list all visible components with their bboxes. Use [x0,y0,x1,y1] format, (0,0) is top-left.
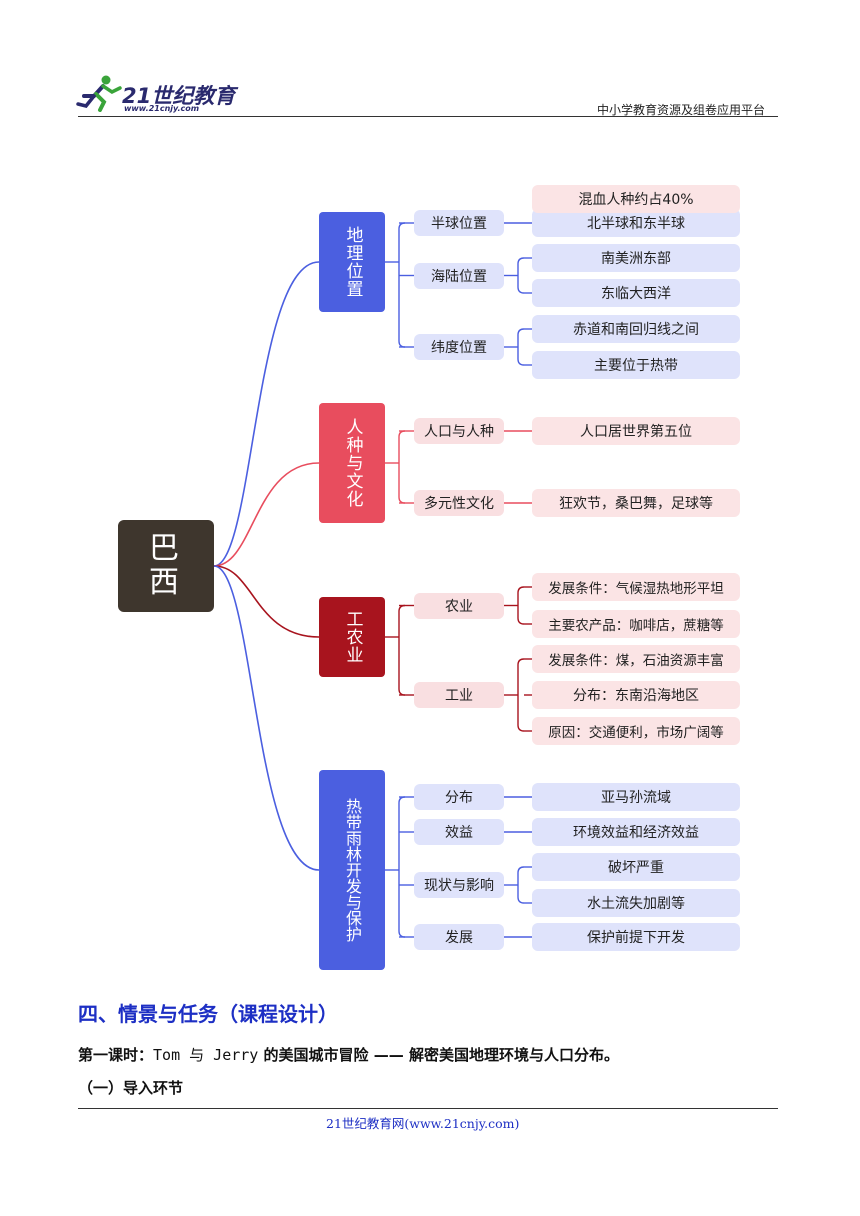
subnode: 多元性文化 [414,490,504,516]
footer-rule [78,1108,778,1109]
leaf-bracket [517,586,525,625]
mindmap: 巴西 地理位置 半球位置 北半球和东半球海陆位置 南美洲东部东临大西洋纬度位置 赤道和南回… [0,185,860,985]
lesson-suffix: 的美国城市冒险 —— 解密美国地理环境与人口分布。 [258,1046,619,1064]
leaf-node: 北半球和东半球 [532,209,740,237]
category-3: 热带雨林开发与保护 [319,770,385,970]
leaf-bracket [517,866,525,904]
root-connector [213,261,320,567]
leaf-node: 南美洲东部 [532,244,740,272]
lesson-names: Tom 与 Jerry [153,1046,259,1064]
category-2: 工农业 [319,597,385,677]
subnode: 效益 [414,819,504,845]
leaf-node: 水土流失加剧等 [532,889,740,917]
subnode: 人口与人种 [414,418,504,444]
intro-line: （一）导入环节 [78,1079,184,1097]
lesson-line: 第一课时：Tom 与 Jerry 的美国城市冒险 —— 解密美国地理环境与人口分… [78,1044,619,1065]
leaf-node: 狂欢节，桑巴舞，足球等 [532,489,740,517]
category-label: 热带雨林开发与保护 [343,798,362,942]
leaf-node: 分布：东南沿海地区 [532,681,740,709]
subnode: 工业 [414,682,504,708]
subnode: 分布 [414,784,504,810]
subnode: 现状与影响 [414,872,504,898]
category-label: 工农业 [342,610,363,664]
category-bracket [398,222,406,348]
category-1: 人种与文化 [319,403,385,523]
subnode: 纬度位置 [414,334,504,360]
leaf-node: 破坏严重 [532,853,740,881]
root-node: 巴西 [118,520,214,612]
leaf-node: 发展条件：煤，石油资源丰富 [532,645,740,673]
header: 21世纪教育 www.21cnjy.com 中小学教育资源及组卷应用平台 [0,0,860,120]
category-label: 人种与文化 [342,418,363,508]
logo-text: 21世纪教育 [122,84,236,108]
category-bracket [398,604,406,696]
header-rule [78,116,778,117]
section-heading: 四、情景与任务（课程设计） [78,1002,338,1026]
footer-text: 21世纪教育网(www.21cnjy.com) [326,1116,520,1131]
root-char: 巴 [149,531,183,566]
subnode: 发展 [414,924,504,950]
root-connector [213,565,320,871]
leaf-node: 环境效益和经济效益 [532,818,740,846]
subnode: 农业 [414,592,504,619]
platform-name: 中小学教育资源及组卷应用平台 [597,103,766,117]
leaf-bracket [517,328,525,366]
root-char: 西 [149,565,183,600]
runner-logo-icon [76,75,122,112]
root-connector [213,565,320,638]
logo-url: www.21cnjy.com [124,104,200,113]
mindmap-connectors [213,222,532,938]
lesson-prefix: 第一课时： [78,1046,154,1064]
leaf-node: 主要位于热带 [532,351,740,379]
leaf-node: 原因：交通便利，市场广阔等 [532,717,740,745]
leaf-node: 混血人种约占40% [532,185,740,213]
leaf-bracket [517,658,525,732]
root-connector [213,462,320,567]
category-label: 地理位置 [342,226,363,298]
subnode: 半球位置 [414,210,504,236]
leaf-node: 人口居世界第五位 [532,417,740,445]
subnode: 海陆位置 [414,262,504,289]
leaf-node: 亚马孙流域 [532,783,740,811]
leaf-node: 东临大西洋 [532,279,740,307]
category-bracket [398,430,406,504]
category-0: 地理位置 [319,212,385,312]
leaf-node: 主要农产品：咖啡店，蔗糖等 [532,610,740,638]
leaf-node: 发展条件：气候湿热地形平坦 [532,573,740,601]
leaf-bracket [517,257,525,294]
category-bracket [398,796,406,938]
leaf-node: 保护前提下开发 [532,923,740,951]
leaf-node: 赤道和南回归线之间 [532,315,740,343]
